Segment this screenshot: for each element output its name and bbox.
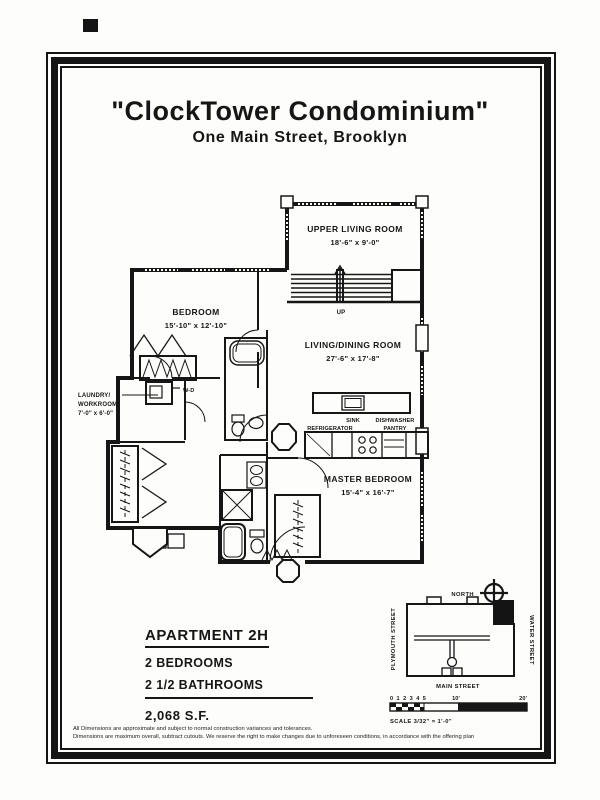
interior-walls [118,270,298,562]
dishwasher-label: DISHWASHER [376,418,415,424]
scale-ticks: 0 1 2 3 4 5 [390,696,426,702]
scan-artifact-mark [83,19,98,32]
site-map: NORTH PLYMOUTH STREET WATER STREET MAIN … [389,579,534,725]
sink-label: SINK [346,418,360,424]
unit-location-marker [494,600,514,624]
north-label: NORTH [451,592,474,598]
outer-frame [46,52,556,764]
bathroom-fixtures-upper [229,340,265,437]
water-street-label: WATER STREET [528,615,534,665]
scale-bar [389,702,528,712]
master-bedroom-dims: 15'-4" x 16'-7" [341,488,395,497]
building-title: "ClockTower Condominium" [111,96,489,126]
bedroom-name: BEDROOM [172,307,219,317]
laundry-label-2: WORKROOM [78,402,117,408]
bathroom-fixtures-master [220,461,267,561]
living-dining-name: LIVING/DINING ROOM [305,340,401,350]
disclaimer-text: All Dimensions are approximate and subje… [73,726,541,741]
scale-label: SCALE 3/32" = 1'-0" [390,719,452,725]
entry-octagon-column [276,559,300,583]
frame-inner-line [60,66,542,750]
disclaimer-line-1: All Dimensions are approximate and subje… [73,726,313,732]
bedroom-count: 2 BEDROOMS [145,656,234,670]
bathroom-count: 2 1/2 BATHROOMS [145,678,264,692]
bedroom-closet [129,333,197,381]
hall-closets [111,445,185,559]
apartment-info-block: APARTMENT 2H 2 BEDROOMS 2 1/2 BATHROOMS … [145,627,325,723]
upper-living-room-name: UPPER LIVING ROOM [307,224,403,234]
scale-ten-feet: 10' [452,696,460,702]
building-address: One Main Street, Brooklyn [192,129,408,146]
square-footage: 2,068 S.F. [145,708,210,723]
bedroom-dims: 15'-10" x 12'-10" [165,321,228,330]
floor-plan-drawing: UP W-D LAUNDRY/ [78,195,429,583]
washer-dryer [145,381,180,405]
washer-dryer-label: W-D [183,388,194,394]
pantry-label: PANTRY [384,426,407,432]
staircase [287,264,423,304]
disclaimer-line-2: Dimensions are maximum overall, subtract… [73,733,475,740]
apartment-number: APARTMENT 2H [145,627,269,648]
upper-living-room-dims: 18'-6" x 9'-0" [330,238,379,247]
frame-band [51,57,551,759]
scale-twenty-feet: 20' [519,696,527,702]
kitchen-island [312,392,411,414]
laundry-label-3: 7'-0" x 6'-0" [78,411,113,417]
master-bedroom-name: MASTER BEDROOM [324,474,412,484]
door-arcs [149,329,329,563]
wall-pilasters [280,195,429,455]
divider-line [145,697,313,699]
laundry-label-1: LAUNDRY/ [78,393,111,399]
building-footprint [406,596,515,677]
kitchen-counter [304,431,429,459]
main-street-label: MAIN STREET [436,684,480,690]
stairs-up-label: UP [337,310,346,316]
refrigerator-label: REFRIGERATOR [307,426,352,432]
plymouth-street-label: PLYMOUTH STREET [391,608,397,671]
living-dining-dims: 27'-6" x 17'-8" [326,354,380,363]
master-closet [261,494,321,562]
octagon-column [271,423,297,451]
